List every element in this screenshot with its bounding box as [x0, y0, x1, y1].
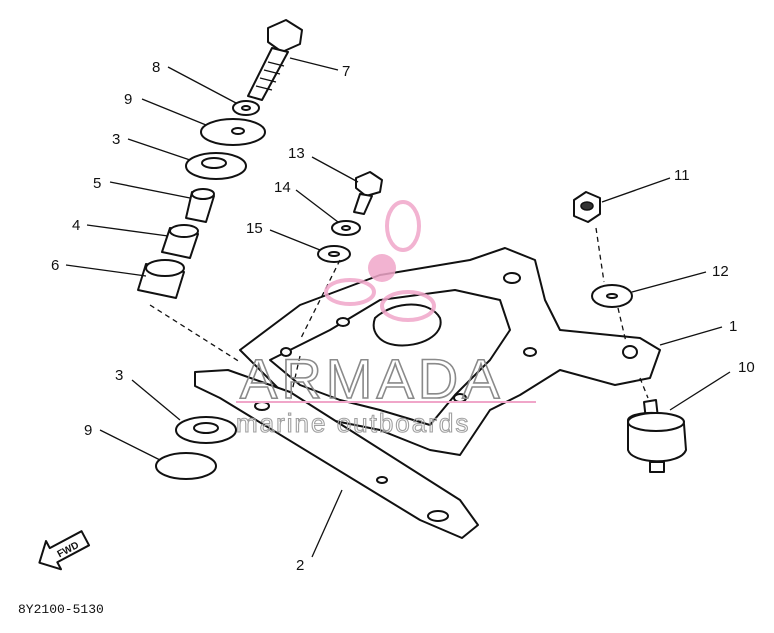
- callout-9-top: 9: [124, 91, 132, 108]
- mount-stud-10: [627, 399, 687, 473]
- collar-4: [161, 224, 199, 259]
- callout-1: 1: [729, 318, 737, 335]
- assembly-guides: [149, 227, 649, 401]
- washer-8: [232, 100, 260, 116]
- callout-11: 11: [674, 167, 690, 184]
- bolt-7: [247, 19, 303, 101]
- collar-5: [185, 188, 215, 223]
- callout-6: 6: [51, 257, 59, 274]
- callout-3-bottom: 3: [115, 367, 123, 384]
- part-code: 8Y2100-5130: [18, 602, 104, 617]
- callout-8: 8: [152, 59, 160, 76]
- callout-10: 10: [738, 359, 755, 376]
- callout-3-top: 3: [112, 131, 120, 148]
- armada-logo-mark: [324, 200, 436, 322]
- bolt-13: [353, 171, 383, 215]
- washer-12: [591, 284, 633, 308]
- washer-9-top: [200, 118, 266, 146]
- callout-13: 13: [288, 145, 305, 162]
- callout-9-bottom: 9: [84, 422, 92, 439]
- callout-14: 14: [274, 179, 291, 196]
- callout-12: 12: [712, 263, 729, 280]
- collar-6: [137, 259, 185, 299]
- washer-9-bottom: [155, 452, 217, 480]
- leader-lines: [65, 57, 731, 558]
- watermark-title: ARMADA: [240, 347, 504, 410]
- callout-5: 5: [93, 175, 101, 192]
- washer-15: [317, 245, 351, 263]
- lower-strip: [194, 369, 479, 539]
- armada-watermark: ARMADA marine outboards: [235, 346, 536, 439]
- nut-11: [573, 191, 601, 223]
- mount-3-bottom: [175, 416, 237, 444]
- watermark-subtitle: marine outboards: [236, 408, 470, 438]
- callout-labels: 1 2 3 3 4 5 6 7 8 9 9 10 11 12 13 14 15: [51, 59, 755, 574]
- mount-3-top: [185, 152, 247, 180]
- washer-14: [331, 220, 361, 236]
- callout-4: 4: [72, 217, 80, 234]
- fwd-arrow: FWD: [38, 530, 91, 571]
- callout-15: 15: [246, 220, 263, 237]
- bracket-plate: [239, 247, 661, 456]
- callout-2: 2: [296, 557, 304, 574]
- callout-7: 7: [342, 63, 350, 80]
